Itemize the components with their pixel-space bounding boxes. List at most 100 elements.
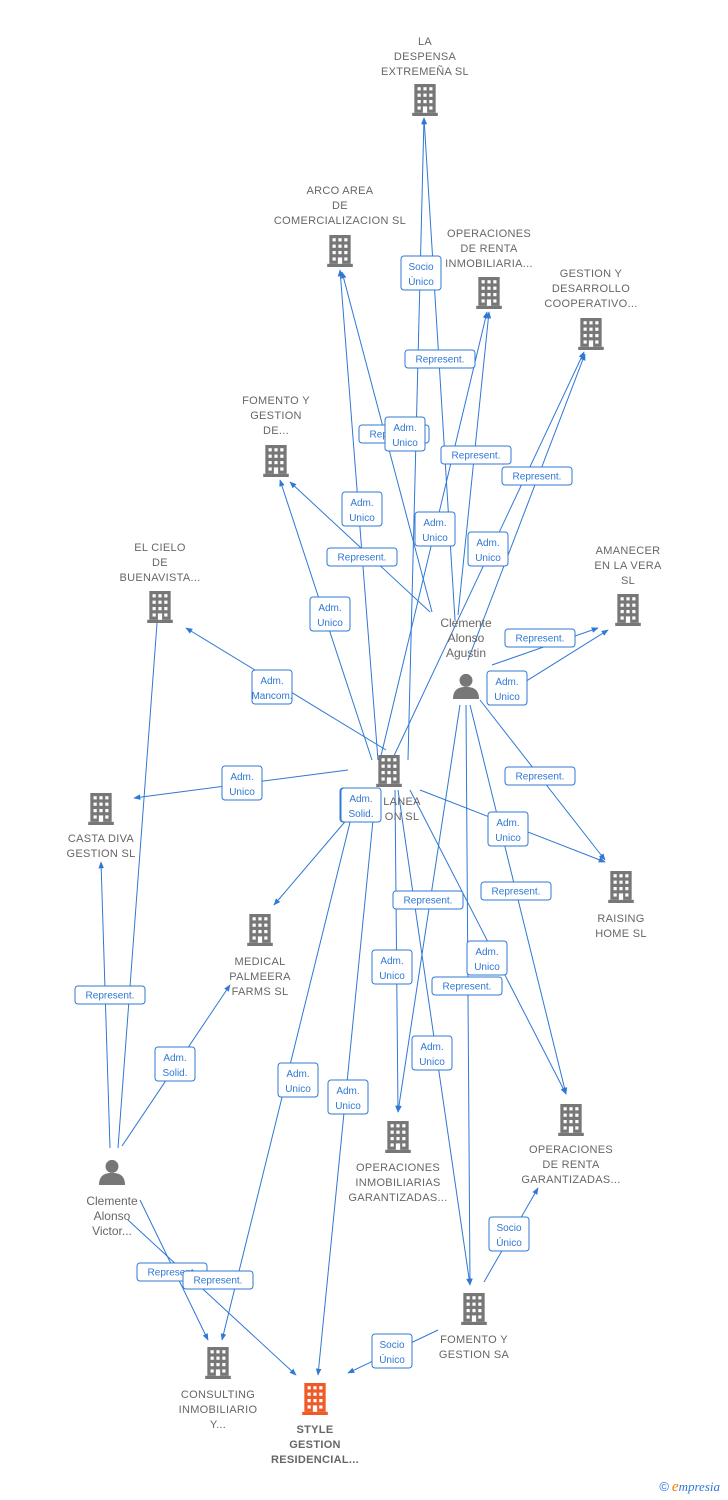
edge-label-box: [486, 670, 528, 706]
node-label-line: Victor...: [92, 1224, 132, 1238]
edge-label-line: Unico: [474, 962, 500, 973]
edge-label[interactable]: Adm. Unico: [371, 949, 413, 985]
edge-label[interactable]: Adm.Unico: [486, 670, 528, 706]
edge-label-text: Adm.Unico: [229, 772, 255, 798]
node-label-line: GESTION: [250, 410, 302, 422]
edge-label-line: Unico: [422, 533, 448, 544]
edge-label-line: Adm.: [495, 677, 518, 688]
edge-label-box: [392, 890, 464, 910]
edge-label-box: [371, 1333, 413, 1369]
edge-label[interactable]: Represent.: [74, 985, 146, 1005]
edge-label[interactable]: Adm. Unico: [467, 531, 509, 567]
edge-label[interactable]: Represent.: [404, 349, 476, 369]
node-label-line: DE RENTA: [542, 1159, 600, 1171]
company-icon: [88, 793, 114, 825]
edge-label-text: Adm.Unico: [422, 518, 448, 544]
company-icon: [558, 1104, 584, 1136]
edge-label[interactable]: Adm.Unico: [221, 765, 263, 801]
edge-label[interactable]: Represent.: [440, 445, 512, 465]
node-label-line: PALMEERA: [229, 971, 291, 983]
edge-label-line: Represent.: [516, 634, 565, 645]
edge-label[interactable]: Adm.Unico: [277, 1062, 319, 1098]
edge-label-text: Adm.Mancom.: [251, 676, 292, 702]
edge-label[interactable]: Adm.Unico: [384, 416, 426, 452]
node-label-line: GARANTIZADAS...: [521, 1174, 620, 1186]
edge-label[interactable]: Represent.: [504, 628, 576, 648]
edge-label[interactable]: Adm.Unico: [341, 491, 383, 527]
node-label-line: INMOBILIARIA...: [445, 258, 533, 270]
edge-label-line: Adm.: [496, 818, 519, 829]
edge-label-line: Socio: [379, 1340, 404, 1351]
edge-label[interactable]: Represent.: [431, 976, 503, 996]
edge-label[interactable]: Represent.: [504, 766, 576, 786]
edge-label-text: Adm.Solid.: [348, 794, 373, 820]
node-label-line: OPERACIONES: [356, 1162, 440, 1174]
edge-label-line: Unico: [475, 553, 501, 564]
edge-label-box: [487, 811, 529, 847]
edge-label[interactable]: Represent.: [182, 1270, 254, 1290]
node-label-line: ON SL: [385, 811, 420, 823]
node-label-line: ARCO AREA: [307, 185, 374, 197]
edge-label[interactable]: Adm.Unico: [309, 596, 351, 632]
node-label-line: Agustin: [446, 646, 486, 660]
company-icon: [412, 84, 438, 116]
edge-label-line: Represent.: [516, 772, 565, 783]
edge-label-box: [341, 491, 383, 527]
edge-label[interactable]: Adm.Solid.: [340, 787, 382, 823]
node-label-line: MEDICAL: [235, 956, 286, 968]
edge-label-line: Unico: [379, 971, 405, 982]
edge-label[interactable]: Represent.: [480, 881, 552, 901]
edge-label-box: [340, 787, 382, 823]
edge-label-box: [466, 940, 508, 976]
node-label-line: GESTION: [289, 1439, 341, 1451]
edge-label-text: Represent.: [338, 553, 387, 564]
edge-label-line: Adm.: [380, 956, 403, 967]
edge-label[interactable]: Represent.: [501, 466, 573, 486]
edge-label-line: Represent.: [416, 355, 465, 366]
person-icon: [453, 673, 479, 699]
brand-initial: e: [671, 1479, 679, 1495]
edge-label-text: Adm.Unico: [495, 818, 521, 844]
edge-label-box: [431, 976, 503, 996]
edge-label[interactable]: Represent.: [392, 890, 464, 910]
edge-label[interactable]: Adm.Unico: [414, 511, 456, 547]
edge-label-line: Represent.: [148, 1268, 197, 1279]
node-label-line: FOMENTO Y: [440, 1334, 508, 1346]
empresia-brand[interactable]: ©empresia: [659, 1479, 720, 1496]
edge-label[interactable]: Adm.Solid.: [154, 1046, 196, 1082]
edge-label[interactable]: Represent.: [326, 547, 398, 567]
edge-label[interactable]: Adm.Mancom.: [251, 669, 293, 705]
edge-label[interactable]: Adm.Unico: [466, 940, 508, 976]
edge-label-box: [384, 416, 426, 452]
edge-label[interactable]: Adm.Unico: [327, 1079, 369, 1115]
edge-label[interactable]: Adm.Unico: [487, 811, 529, 847]
node-label-line: EL CIELO: [134, 542, 186, 554]
edge-label[interactable]: Adm.Unico: [411, 1035, 453, 1071]
edge-label-line: Adm.: [476, 538, 499, 549]
